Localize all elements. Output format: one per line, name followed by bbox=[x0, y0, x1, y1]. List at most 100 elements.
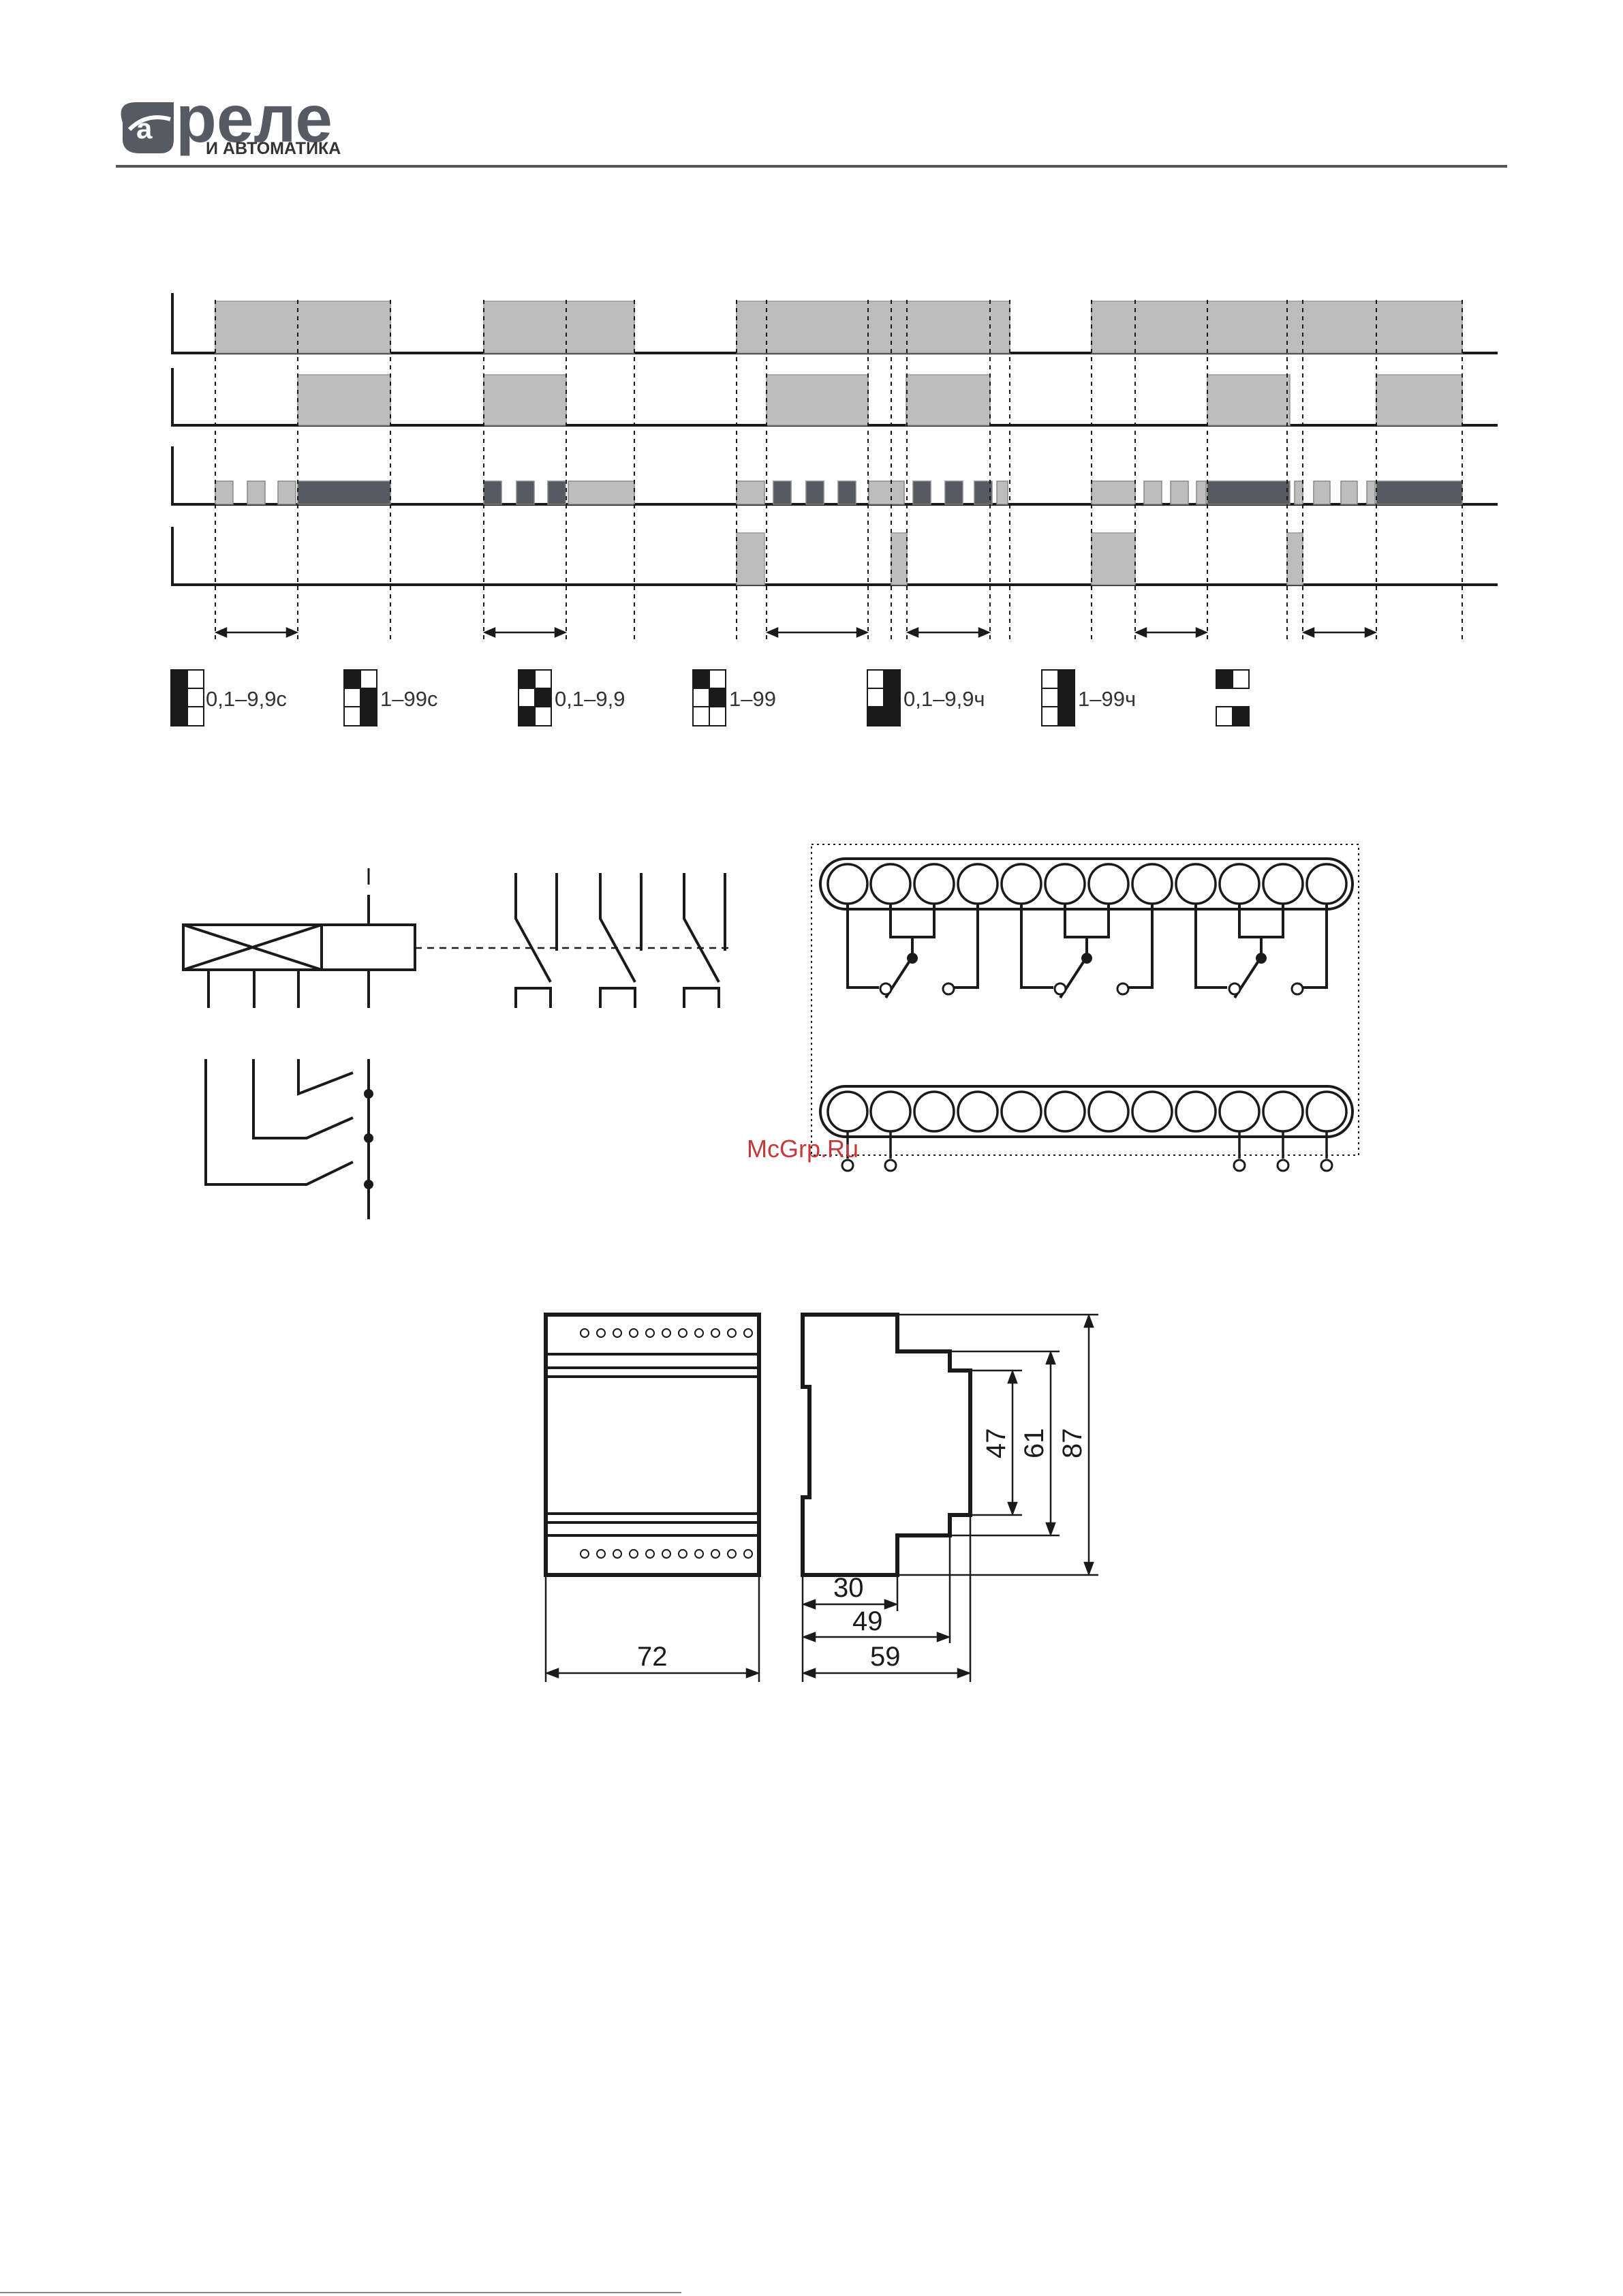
changeover-contact bbox=[516, 873, 557, 1008]
terminal-screw bbox=[1089, 1092, 1128, 1131]
terminal-screw bbox=[1089, 864, 1128, 904]
terminal-screw bbox=[914, 1092, 954, 1131]
pulse bbox=[737, 301, 1010, 353]
terminal-screw bbox=[1263, 864, 1303, 904]
pulse bbox=[215, 301, 390, 353]
steady-light bbox=[1092, 481, 1135, 504]
dimension-drawing: 72 30 bbox=[546, 1315, 1098, 1682]
changeover-contact bbox=[600, 873, 641, 1008]
blink-dark bbox=[974, 481, 992, 504]
terminal-screw bbox=[1176, 864, 1216, 904]
blink-dark bbox=[806, 481, 824, 504]
dim-depth-30: 30 bbox=[833, 1573, 864, 1603]
terminal-screw bbox=[1002, 864, 1041, 904]
pulse bbox=[298, 375, 390, 425]
legend-label: 1–99 bbox=[729, 687, 776, 711]
terminal-screw bbox=[1220, 1092, 1259, 1131]
terminal-screw bbox=[958, 864, 998, 904]
terminal-screw bbox=[1307, 1092, 1346, 1131]
pulse bbox=[891, 533, 907, 585]
terminal-screw bbox=[914, 864, 954, 904]
terminal-screw bbox=[958, 1092, 998, 1131]
blink-light bbox=[1367, 481, 1375, 504]
legend-item-6: 1–99ч bbox=[1042, 670, 1136, 726]
steady-dark bbox=[1376, 481, 1462, 504]
dim-width-72: 72 bbox=[637, 1642, 668, 1672]
row-reset-pulses bbox=[737, 533, 1303, 585]
pulse bbox=[1376, 375, 1462, 425]
terminal-screw bbox=[1132, 864, 1172, 904]
steady-dark bbox=[1207, 481, 1290, 504]
bottom-lead-ends bbox=[842, 1160, 1332, 1171]
steady-light bbox=[568, 481, 634, 504]
row-supply-pulses bbox=[215, 301, 1462, 353]
pulse bbox=[906, 375, 990, 425]
pulse bbox=[484, 301, 634, 353]
blink-light bbox=[997, 481, 1008, 504]
blink-dark bbox=[838, 481, 856, 504]
pulse bbox=[737, 533, 764, 585]
terminal-screw bbox=[1220, 864, 1259, 904]
blink-light bbox=[215, 481, 233, 504]
pulse bbox=[767, 375, 868, 425]
blink-dark bbox=[484, 481, 501, 504]
terminal-screw bbox=[1307, 864, 1346, 904]
terminal-wiring: McGrp.Ru bbox=[747, 844, 1359, 1171]
blink-dark bbox=[913, 481, 931, 504]
terminal-screw bbox=[828, 1092, 867, 1131]
range-legend: 0,1–9,9с 1–99с 0,1–9,9 bbox=[171, 670, 1249, 726]
terminal-screw bbox=[1132, 1092, 1172, 1131]
control-inputs bbox=[206, 1059, 369, 1219]
blink-light bbox=[1171, 481, 1188, 504]
blink-light bbox=[278, 481, 296, 504]
blink-dark bbox=[773, 481, 791, 504]
terminal-screw bbox=[871, 864, 910, 904]
blink-dark bbox=[516, 481, 534, 504]
side-view bbox=[803, 1315, 970, 1575]
logo-mark-letter: а bbox=[136, 112, 153, 144]
dim-height-61: 61 bbox=[1019, 1428, 1049, 1459]
terminal-screw bbox=[1002, 1092, 1041, 1131]
legend-label: 0,1–9,9с bbox=[206, 687, 287, 711]
front-view bbox=[546, 1315, 759, 1575]
blink-light bbox=[1196, 481, 1206, 504]
steady-dark bbox=[298, 481, 390, 504]
brand-logo: а реле И АВТОМАТИКА bbox=[121, 81, 341, 158]
blink-light bbox=[1314, 481, 1330, 504]
relay-contact-groups bbox=[848, 904, 1327, 998]
legend-item-1: 0,1–9,9с bbox=[171, 670, 287, 726]
legend-item-5: 0,1–9,9ч bbox=[867, 670, 985, 726]
pulse bbox=[1207, 375, 1290, 425]
pulse bbox=[1092, 301, 1462, 353]
terminal-screw bbox=[1176, 1092, 1216, 1131]
legend-item-7 bbox=[1216, 670, 1249, 726]
legend-item-3: 0,1–9,9 bbox=[519, 670, 625, 726]
dim-depth-59: 59 bbox=[870, 1642, 901, 1672]
pulse bbox=[484, 375, 566, 425]
changeover-contact bbox=[684, 873, 725, 1008]
row-indication-pulses bbox=[215, 481, 1462, 504]
watermark-text: McGrp.Ru bbox=[747, 1135, 859, 1163]
blink-dark bbox=[945, 481, 963, 504]
terminal-screw bbox=[1045, 1092, 1085, 1131]
terminal-screw bbox=[828, 864, 867, 904]
legend-label: 1–99с bbox=[380, 687, 437, 711]
terminal-screw bbox=[1263, 1092, 1303, 1131]
relay-schematic bbox=[183, 868, 733, 1219]
brand-sub-text: И АВТОМАТИКА bbox=[206, 139, 341, 158]
legend-label: 0,1–9,9 bbox=[555, 687, 625, 711]
contact-pivots bbox=[907, 953, 1267, 964]
pulse bbox=[1092, 533, 1135, 585]
dim-height-87: 87 bbox=[1057, 1428, 1087, 1459]
legend-label: 1–99ч bbox=[1078, 687, 1136, 711]
blink-light bbox=[737, 481, 764, 504]
dim-depth-49: 49 bbox=[852, 1606, 883, 1636]
blink-light bbox=[1295, 481, 1303, 504]
legend-label: 0,1–9,9ч bbox=[903, 687, 985, 711]
terminal-screw bbox=[1045, 864, 1085, 904]
dim-height-47: 47 bbox=[981, 1428, 1011, 1459]
terminal-screw bbox=[871, 1092, 910, 1131]
blink-dark bbox=[548, 481, 566, 504]
legend-item-2: 1–99с bbox=[344, 670, 437, 726]
